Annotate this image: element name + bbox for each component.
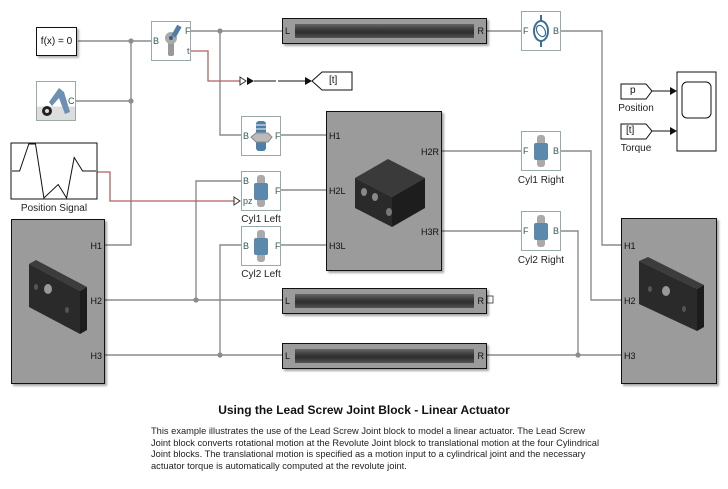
from-p-text[interactable]: p <box>630 85 636 96</box>
cyl2-right-label: Cyl2 Right <box>517 255 565 266</box>
port-h1: H1 <box>90 241 102 251</box>
port-b: B <box>553 26 560 36</box>
junction <box>217 28 223 34</box>
scope-icon <box>681 81 712 119</box>
cylindrical-joint-icon <box>254 230 268 262</box>
port-b: B <box>243 176 250 186</box>
port-b: B <box>243 241 250 251</box>
port-h1: H1 <box>329 131 341 141</box>
junction <box>193 297 199 303</box>
wire <box>561 30 622 246</box>
port-f: F <box>275 186 281 196</box>
mechanism-configuration-icon <box>42 88 70 116</box>
port-r: R <box>477 26 485 36</box>
from-p-shape <box>620 83 653 100</box>
port-h1: H1 <box>624 241 636 251</box>
port-f: F <box>523 226 529 236</box>
from-t-label: Torque <box>620 143 652 154</box>
port-f: F <box>275 241 281 251</box>
port-t: t <box>187 46 190 56</box>
bearing-joint-icon <box>533 15 549 47</box>
wire <box>195 180 242 300</box>
ps-converter-icon <box>247 77 254 85</box>
from-t-shape <box>620 123 653 140</box>
cylindrical-joint-icon <box>534 135 548 167</box>
lead-screw-joint-block[interactable]: B F <box>241 116 281 156</box>
wire <box>104 41 132 246</box>
port-h2r: H2R <box>420 147 439 157</box>
port-h2l: H2L <box>329 186 346 196</box>
wire <box>561 230 579 355</box>
port-l: L <box>285 351 291 361</box>
port-h3l: H3L <box>329 241 346 251</box>
from-p-label: Position <box>618 103 654 114</box>
port-b: B <box>553 226 560 236</box>
port-h2: H2 <box>90 296 102 306</box>
from-t-text[interactable]: [t] <box>626 125 635 136</box>
cyl2-right-block[interactable]: F B <box>521 211 561 251</box>
rail-bottom-subsystem[interactable]: L R <box>282 343 487 369</box>
port-f: F <box>185 26 191 36</box>
left-plate-subsystem[interactable]: H1 H2 H3 <box>11 219 105 384</box>
mechanism-configuration-block[interactable]: C <box>36 81 76 121</box>
port-f: F <box>275 131 281 141</box>
junction <box>217 352 223 358</box>
goto-t-label[interactable]: [t] <box>329 75 338 86</box>
junction <box>128 38 134 44</box>
right-plate-subsystem[interactable]: H1 H2 H3 <box>621 218 717 384</box>
solver-label: f(x) = 0 <box>40 36 73 47</box>
position-signal-label: Position Signal <box>20 203 88 214</box>
lead-screw-joint-icon <box>250 121 273 151</box>
cyl1-left-block[interactable]: B pz F <box>241 171 281 211</box>
plate-block-icon <box>639 257 704 331</box>
cyl1-right-label: Cyl1 Right <box>517 175 565 186</box>
cyl2-left-block[interactable]: B F <box>241 226 281 266</box>
carriage-block-icon <box>355 159 425 227</box>
position-signal-waveform <box>12 143 96 200</box>
port-pz: pz <box>243 196 253 206</box>
wire <box>561 150 622 301</box>
port-r: R <box>477 351 485 361</box>
port-b: B <box>553 146 560 156</box>
diagram-description: This example illustrates the use of the … <box>151 426 600 471</box>
cyl1-left-label: Cyl1 Left <box>241 214 281 225</box>
solver-configuration-block[interactable]: f(x) = 0 <box>36 27 77 56</box>
wire <box>219 244 242 355</box>
port-h2: H2 <box>624 296 636 306</box>
goto-t-shape <box>311 71 353 91</box>
port-r: R <box>477 296 485 306</box>
revolute-joint-icon <box>165 24 182 56</box>
rail-mid-subsystem[interactable]: L R <box>282 288 487 314</box>
rail-top-subsystem[interactable]: L R <box>282 18 487 44</box>
port-h3r: H3R <box>420 227 439 237</box>
port-l: L <box>285 296 291 306</box>
plate-block-icon <box>29 260 87 334</box>
revolute-joint-block[interactable]: B F t <box>151 21 191 61</box>
ps-converter-input-icon <box>239 76 247 86</box>
port-c: C <box>68 96 75 106</box>
signal-wire <box>191 50 240 82</box>
diagram-title: Using the Lead Screw Joint Block - Linea… <box>218 403 510 417</box>
junction <box>128 98 134 104</box>
port-b: B <box>243 131 250 141</box>
cylindrical-joint-icon <box>254 175 268 207</box>
carriage-subsystem[interactable]: H1 H2L H3L H2R H3R <box>326 111 442 271</box>
signal-wire <box>97 171 234 202</box>
junction <box>575 352 581 358</box>
port-l: L <box>285 26 291 36</box>
pz-input-arrow-icon <box>233 196 241 206</box>
port-f: F <box>523 146 529 156</box>
wire <box>219 31 242 136</box>
port-b: B <box>153 36 160 46</box>
cyl2-left-label: Cyl2 Left <box>241 269 281 280</box>
port-f: F <box>523 26 529 36</box>
cyl1-right-block[interactable]: F B <box>521 131 561 171</box>
port-h3: H3 <box>90 351 102 361</box>
bearing-revolute-block[interactable]: F B <box>521 11 561 51</box>
port-h3: H3 <box>624 351 636 361</box>
cylindrical-joint-icon <box>534 215 548 247</box>
